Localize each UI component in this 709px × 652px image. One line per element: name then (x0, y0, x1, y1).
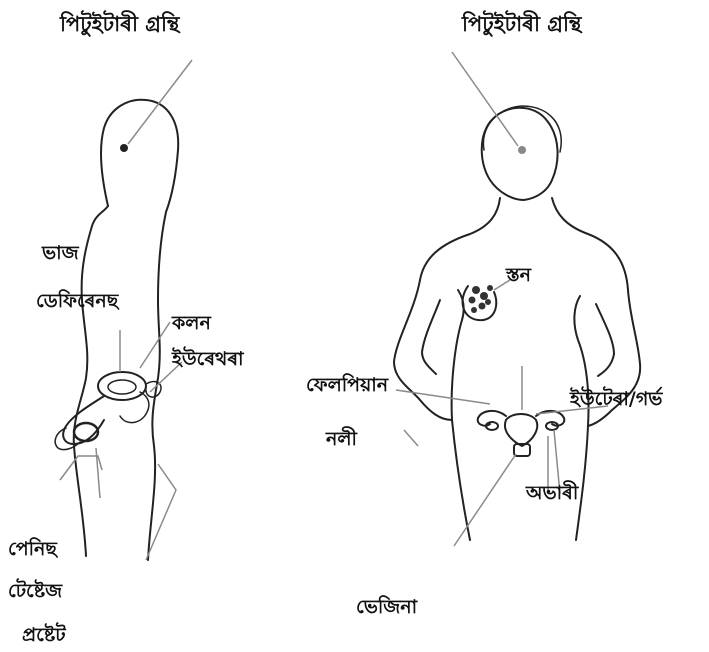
female-left-leg (452, 420, 470, 540)
male-testis (74, 423, 98, 441)
label-fallopian-1: ফেলপিয়ান (306, 376, 388, 395)
label-testes: টেষ্টেজ (8, 582, 62, 601)
label-fallopian-2: নলী (326, 430, 357, 449)
female-fallopian-left (478, 411, 506, 426)
female-left-side (394, 198, 500, 420)
female-right-arm-inner (596, 304, 614, 376)
female-breast-shading (469, 285, 494, 313)
male-pituitary-dot (120, 144, 128, 152)
leader-male-pituitary (128, 60, 192, 144)
label-vagina: ভেজিনা (356, 598, 417, 617)
female-leader-lines (396, 52, 608, 546)
female-head-outline (482, 108, 558, 200)
label-uterus: ইউটেৰা/গৰ্ভ (570, 390, 662, 409)
male-vas-deferens-loop (120, 392, 149, 423)
male-bladder (98, 372, 146, 400)
leader-fallopian (396, 390, 490, 404)
label-ovary: অভাৰী (526, 484, 578, 503)
male-head-outline (101, 100, 178, 212)
label-colon: কলন (172, 314, 211, 333)
label-penis: পেনিছ (8, 540, 57, 559)
leader-prostate (146, 464, 176, 560)
label-urethra: ইউৰেথৰা (172, 350, 244, 369)
label-male-pituitary: পিটুইটাৰী গ্ৰন্থি (60, 14, 179, 35)
label-breast: স্তন (506, 266, 531, 285)
label-prostate: প্ৰষ্টেট (22, 626, 66, 645)
leader-colon (140, 322, 170, 368)
female-left-arm-inner (422, 300, 440, 374)
female-uterus (505, 414, 537, 446)
female-figure (394, 106, 640, 540)
female-pituitary-dot (518, 146, 526, 154)
leader-fallopian-2 (404, 430, 418, 446)
male-prostate-tube (63, 396, 104, 444)
leader-penis (60, 456, 102, 480)
label-female-pituitary: পিটুইটাৰী গ্ৰন্থি (462, 14, 581, 35)
label-vas-deferens-2: ডেফিৰেনছ (36, 292, 118, 311)
label-vas-deferens-1: ভাজ (42, 244, 79, 263)
male-bladder-inner (108, 380, 136, 394)
male-figure (55, 100, 178, 560)
